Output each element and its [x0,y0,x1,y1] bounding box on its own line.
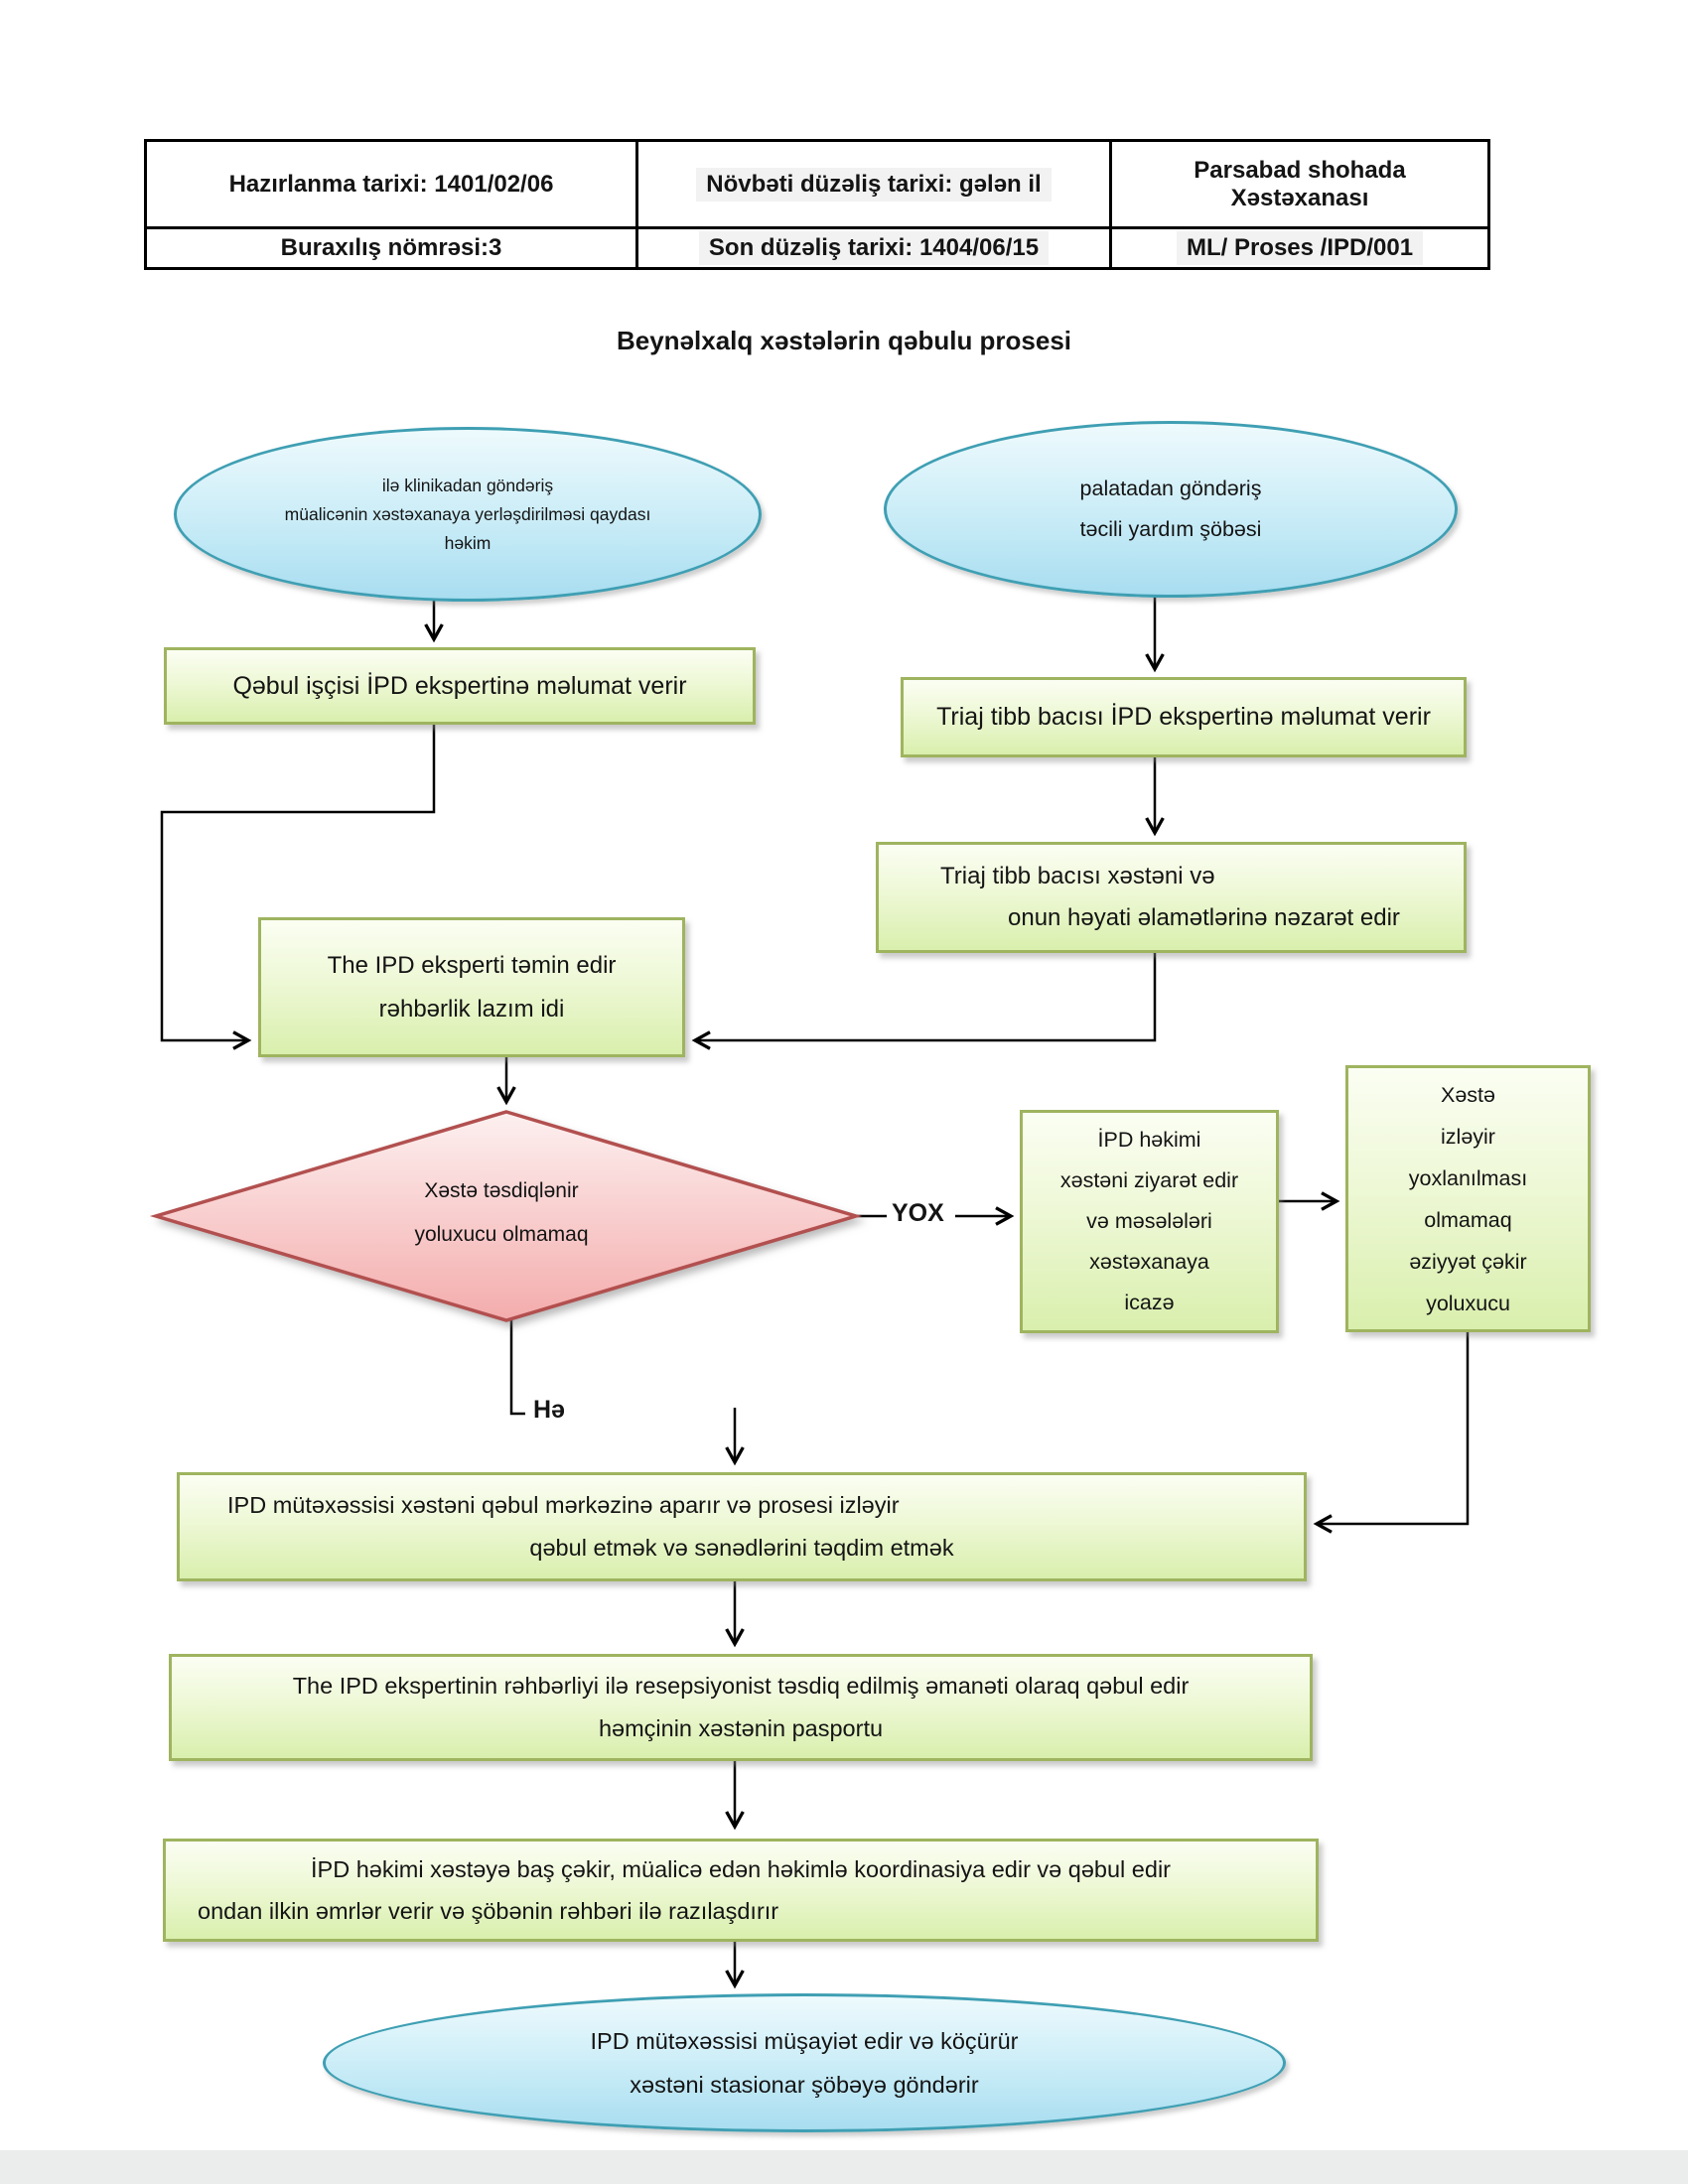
node-ipd-expert-provides: The IPD eksperti təmin edir rəhbərlik la… [258,917,685,1057]
node-line: yoluxucu [1426,1291,1510,1315]
node-line: ondan ilkin əmrlər verir və şöbənin rəhb… [198,1898,779,1924]
node-triage-informs: Triaj tibb bacısı İPD ekspertinə məlumat… [901,677,1467,757]
node-line: The IPD eksperti təmin edir [327,951,617,979]
arrow-followup-to-admission [1317,1332,1470,1524]
node-line: palatadan göndəriş [1079,477,1262,500]
node-line: təcili yardım şöbəsi [1079,517,1262,541]
node-line: Triaj tibb bacısı xəstəni və [940,863,1215,889]
node-line: Triaj tibb bacısı İPD ekspertinə məlumat… [936,703,1431,731]
header-cell-hospital-name: Parsabad shohada Xəstəxanası [1109,139,1490,229]
node-line: IPD mütəxəssisi xəstəni qəbul mərkəzinə … [227,1492,900,1518]
node-line: The IPD ekspertinin rəhbərliyi ilə resep… [292,1673,1190,1699]
page-bottom-edge [0,2150,1688,2184]
node-line: rəhbərlik lazım idi [378,995,565,1023]
node-decision-text: Xəstə təsdiqlənir yoluxucu olmamaq [288,1169,715,1257]
node-ipd-doctor-coordinates: İPD həkimi xəstəyə baş çəkir, müalicə ed… [163,1839,1319,1942]
node-line: olmamaq [1424,1207,1512,1232]
arrow-monitor-to-expert [695,953,1157,1040]
node-triage-monitors: Triaj tibb bacısı xəstəni və onun həyati… [876,842,1467,953]
header-cell-last-revision: Son düzəliş tarixi: 1404/06/15 [635,226,1112,270]
last-revision-text: Son düzəliş tarixi: 1404/06/15 [698,231,1050,265]
node-line: xəstəni ziyarət edir [1059,1168,1239,1192]
node-line: xəstəni stasionar şöbəyə göndərir [630,2072,979,2098]
header-cell-release-number: Buraxılış nömrəsi:3 [144,226,638,270]
next-revision-text: Növbəti düzəliş tarixi: gələn il [696,167,1052,202]
header-cell-prepared-date: Hazırlanma tarixi: 1401/02/06 [144,139,638,229]
node-ipd-takes-to-admission: IPD mütəxəssisi xəstəni qəbul mərkəzinə … [177,1472,1307,1581]
node-ipd-doctor-visits: İPD həkimi xəstəni ziyarət edir və məsəl… [1020,1110,1279,1333]
decision-diamond [149,1110,863,1322]
node-line: Xəstə [1441,1082,1495,1107]
header-cell-next-revision: Növbəti düzəliş tarixi: gələn il [635,139,1112,229]
node-line: əziyyət çəkir [1409,1249,1527,1274]
node-line: ilə klinikadan göndəriş [381,475,554,495]
node-patient-followup: Xəstə izləyir yoxlanılması olmamaq əziyy… [1345,1065,1591,1332]
node-line: yoluxucu olmamaq [414,1223,589,1246]
node-end: IPD mütəxəssisi müşayiət edir və köçürür… [323,1993,1286,2132]
node-line: həmçinin xəstənin pasportu [598,1715,884,1741]
node-line: İPD həkimi xəstəyə baş çəkir, müalicə ed… [310,1856,1171,1882]
node-start-right: palatadan göndəriş təcili yardım şöbəsi [884,421,1458,598]
header-cell-document-code: ML/ Proses /IPD/001 [1109,226,1490,270]
node-line: Xəstə təsdiqlənir [424,1179,579,1202]
arrow-reception-to-expert [160,725,436,1040]
decision-no-label: YOX [892,1199,944,1227]
node-line: IPD mütəxəssisi müşayiət edir və köçürür [590,2028,1019,2054]
node-line: Qəbul işçisi İPD ekspertinə məlumat veri… [232,671,687,700]
node-line: xəstəxanaya [1089,1250,1209,1274]
node-line: qəbul etmək və sənədlərini təqdim etmək [529,1535,954,1561]
node-line: həkim [444,532,492,553]
node-line: və məsələləri [1086,1209,1212,1233]
node-line: icazə [1124,1291,1175,1314]
page-title: Beynəlxalq xəstələrin qəbulu prosesi [616,326,1072,355]
node-receptionist-accepts: The IPD ekspertinin rəhbərliyi ilə resep… [169,1654,1313,1761]
node-line: izləyir [1441,1124,1495,1149]
line-decision-yes-elbow [509,1320,525,1416]
node-reception-informs: Qəbul işçisi İPD ekspertinə məlumat veri… [164,647,756,725]
node-start-left: ilə klinikadan göndəriş müalicənin xəstə… [174,427,762,602]
node-line: onun həyati əlamətlərinə nəzarət edir [1008,904,1400,931]
decision-yes-label: Hə [533,1396,565,1424]
node-line: İPD həkimi [1097,1128,1201,1152]
document-code-text: ML/ Proses /IPD/001 [1176,231,1424,265]
node-line: müalicənin xəstəxanaya yerləşdirilməsi q… [284,503,651,524]
header-table: Hazırlanma tarixi: 1401/02/06 Növbəti dü… [144,139,1490,270]
node-line: yoxlanılması [1408,1165,1528,1190]
